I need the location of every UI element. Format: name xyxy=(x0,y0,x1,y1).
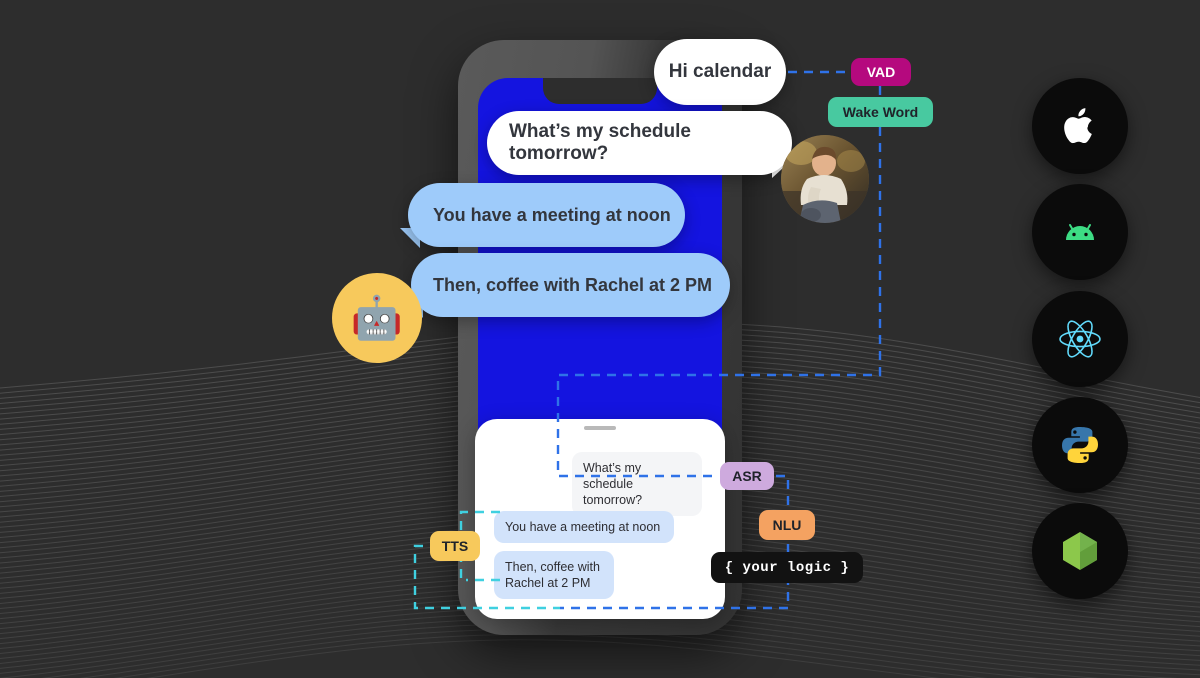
robot-avatar: 🤖 xyxy=(332,273,422,363)
badge-wake-word[interactable]: Wake Word xyxy=(828,97,933,127)
speech-bubble-meeting-answer: You have a meeting at noon xyxy=(408,183,685,247)
speech-bubble-hi-calendar: Hi calendar xyxy=(654,39,786,105)
speech-bubble-coffee-answer: Then, coffee with Rachel at 2 PM xyxy=(411,253,730,317)
python-icon xyxy=(1062,427,1098,463)
sheet-message-user: What’s my schedule tomorrow? xyxy=(572,452,702,516)
sheet-grabber-handle[interactable] xyxy=(584,426,616,430)
speech-bubble-schedule-question: What’s my schedule tomorrow? xyxy=(487,111,792,175)
platform-react[interactable] xyxy=(1032,291,1128,387)
sheet-message-bot-1: You have a meeting at noon xyxy=(494,511,674,543)
platform-python[interactable] xyxy=(1032,397,1128,493)
person-photo xyxy=(781,135,869,223)
connector-wakeword-to-asr xyxy=(556,127,882,478)
connector-asr-to-logic xyxy=(560,474,790,610)
sheet-message-bot-2: Then, coffee with Rachel at 2 PM xyxy=(494,551,614,599)
badge-asr[interactable]: ASR xyxy=(720,462,774,490)
platform-apple[interactable] xyxy=(1032,78,1128,174)
react-icon xyxy=(1059,320,1101,358)
apple-icon xyxy=(1064,108,1092,144)
badge-vad[interactable]: VAD xyxy=(851,58,911,86)
badge-nlu[interactable]: NLU xyxy=(759,510,815,540)
badge-tts[interactable]: TTS xyxy=(430,531,480,561)
node-icon xyxy=(1063,532,1097,570)
badge-your-logic[interactable]: { your logic } xyxy=(711,552,863,583)
person-photo-avatar xyxy=(781,135,869,223)
phone-notch xyxy=(543,78,657,104)
platform-android[interactable] xyxy=(1032,184,1128,280)
platform-node[interactable] xyxy=(1032,503,1128,599)
android-icon xyxy=(1066,224,1094,240)
